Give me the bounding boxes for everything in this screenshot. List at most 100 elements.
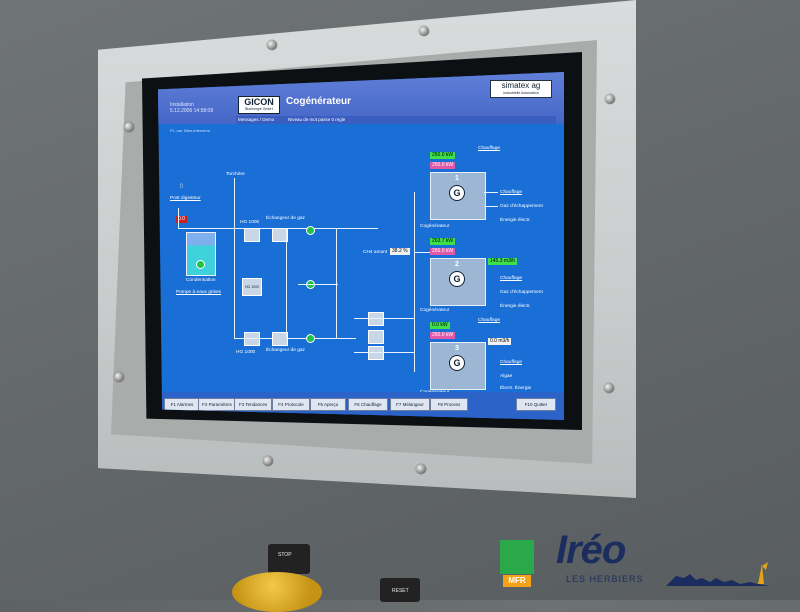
gen3-number: 3 bbox=[455, 345, 459, 352]
password-level: Niveau de mot passe 0 regle bbox=[288, 117, 346, 122]
hx-bottom-label: Échangeur de gaz bbox=[266, 348, 305, 353]
stop-label: STOP bbox=[278, 552, 292, 558]
pipe bbox=[336, 228, 337, 338]
brand-logo: Iréo bbox=[556, 528, 626, 572]
condensation-pump-icon[interactable] bbox=[196, 260, 205, 269]
mixer-bottom[interactable] bbox=[368, 346, 384, 360]
gen1-chauffage-top-link[interactable]: Chauffage bbox=[478, 146, 501, 151]
f1-alarmes-button[interactable]: F1 Alarmes bbox=[164, 398, 200, 411]
simatex-logo-sub: Industrielle Automation bbox=[503, 91, 539, 95]
gen2-energie-label: Énergie électr. bbox=[500, 304, 531, 309]
messages-link[interactable]: Messages / Demo bbox=[238, 117, 275, 122]
generator-icon: G bbox=[449, 355, 465, 371]
hx-small-label: HG 1000 bbox=[240, 220, 260, 225]
gen2-kw1: 263.7 kW bbox=[430, 238, 456, 245]
gicon-logo-text: GICON bbox=[244, 97, 274, 107]
f5-apercu-button[interactable]: F5 Aperçu bbox=[310, 398, 346, 411]
screw-icon bbox=[604, 383, 614, 393]
heat-exchanger-2[interactable] bbox=[244, 332, 260, 346]
pipe bbox=[286, 228, 287, 338]
pipe bbox=[484, 206, 498, 207]
screw-icon bbox=[124, 122, 134, 132]
generator-3[interactable]: 3 G bbox=[430, 342, 486, 390]
gas-pump-1-icon[interactable] bbox=[306, 226, 315, 235]
screw-icon bbox=[263, 456, 273, 466]
gen3-kw2: 250.0 kW bbox=[430, 332, 456, 339]
gen3-algae-label: Algae bbox=[500, 374, 513, 379]
gen2-label: Cogénérateur bbox=[420, 308, 450, 313]
mixer-top[interactable] bbox=[368, 312, 384, 326]
f7-melangeur-button[interactable]: F7 Mélangeur bbox=[390, 398, 430, 411]
gen3-kw1: 0.0 kW bbox=[430, 322, 450, 329]
mixer-middle[interactable] bbox=[368, 330, 384, 344]
mfr-logo: MFR bbox=[500, 540, 534, 588]
simatex-logo-text: simatex ag bbox=[501, 81, 541, 90]
gen2-chauffage-link[interactable]: Chauffage bbox=[500, 276, 523, 281]
gen1-gaz-label: Gaz d'échappement bbox=[500, 204, 543, 209]
screw-icon bbox=[416, 464, 426, 474]
gen3-flow: 0.0 m3/h bbox=[488, 338, 512, 345]
welcome-text: P.L.car. Bien-intervenu bbox=[170, 128, 210, 133]
valve-icon[interactable] bbox=[322, 227, 330, 232]
page-title: Cogénérateur bbox=[286, 96, 352, 107]
screw-icon bbox=[114, 372, 124, 382]
heat-exchanger-center[interactable]: HG 1000 bbox=[242, 278, 262, 296]
pipe bbox=[414, 192, 415, 372]
hx-top-label: Échangeur de gaz bbox=[266, 216, 305, 221]
valve-icon[interactable] bbox=[322, 281, 330, 286]
process-diagram: ▯ Post digesteur 0.0 Torchère Condensati… bbox=[158, 132, 564, 395]
brand-subtitle: LES HERBIERS bbox=[566, 574, 644, 584]
screw-icon bbox=[267, 40, 277, 50]
reset-button[interactable] bbox=[380, 578, 420, 602]
f2-parametres-button[interactable]: F2 Paramètres bbox=[198, 398, 236, 411]
ch4-label: CH4 amont bbox=[363, 250, 388, 255]
pompe-link[interactable]: Pompe à eaux grises bbox=[176, 290, 222, 295]
generator-icon: G bbox=[449, 185, 465, 201]
pipe bbox=[354, 352, 414, 353]
pipe bbox=[178, 208, 179, 228]
screw-icon bbox=[605, 94, 615, 104]
heat-exchanger-4[interactable] bbox=[272, 332, 288, 346]
farm-animals-icon bbox=[666, 562, 770, 586]
post-digesteur-link[interactable]: Post digesteur bbox=[170, 196, 201, 201]
ch4-value: 38.2 % bbox=[390, 248, 410, 255]
f6-chauffage-button[interactable]: F6 Chauffage bbox=[348, 398, 388, 411]
pipe bbox=[234, 338, 344, 339]
hx-bottom-small-label: HG 1000 bbox=[236, 350, 256, 355]
gen1-chauffage-link[interactable]: Chauffage bbox=[500, 190, 523, 195]
gicon-logo-sub: Bioenergie GmbH bbox=[245, 107, 273, 111]
heat-exchanger-1[interactable] bbox=[244, 228, 260, 242]
valve-icon[interactable] bbox=[322, 335, 330, 340]
mfr-cube-icon bbox=[500, 540, 534, 574]
condensation-tank bbox=[186, 232, 216, 276]
info-datetime: 5.12.2006 14:58:08 bbox=[170, 108, 214, 114]
torchere-label: Torchère bbox=[226, 172, 245, 177]
gen3-chauffage-link[interactable]: Chauffage bbox=[500, 360, 523, 365]
gen1-number: 1 bbox=[455, 175, 459, 182]
condensation-label: Condensation bbox=[186, 278, 216, 283]
hx-center-label: HG 1000 bbox=[244, 285, 259, 289]
pipe bbox=[298, 284, 338, 285]
emergency-stop-button[interactable] bbox=[232, 572, 322, 612]
gen2-kw2: 265.0 kW bbox=[430, 248, 456, 255]
digester-alarm-value: 0.0 bbox=[176, 216, 187, 223]
f3-tendances-button[interactable]: F3 Tendances bbox=[234, 398, 272, 411]
info-line: Installation bbox=[170, 102, 194, 108]
generator-1[interactable]: 1 G bbox=[430, 172, 486, 220]
header-info: Installation 5.12.2006 14:58:08 bbox=[170, 102, 213, 114]
pipe bbox=[234, 228, 235, 338]
gen1-energie-label: Énergie électr. bbox=[500, 218, 531, 223]
f4-protocole-button[interactable]: F4 Protocole bbox=[272, 398, 310, 411]
mfr-text: MFR bbox=[503, 575, 531, 587]
stop-button-housing bbox=[268, 544, 310, 574]
f10-quitter-button[interactable]: F10 Quitter bbox=[516, 398, 556, 411]
simatex-logo: simatex ag Industrielle Automation bbox=[490, 80, 552, 98]
pipe bbox=[414, 252, 444, 253]
digester-icon: ▯ bbox=[180, 184, 183, 189]
generator-2[interactable]: 2 G bbox=[430, 258, 486, 306]
gen3-chauffage-top-link[interactable]: Chauffage bbox=[478, 318, 501, 323]
heat-exchanger-3[interactable] bbox=[272, 228, 288, 242]
gen3-elec-label: Électr. Énergie bbox=[500, 386, 532, 391]
gas-pump-3-icon[interactable] bbox=[306, 334, 315, 343]
f8-process-button[interactable]: F8 Process bbox=[430, 398, 468, 411]
